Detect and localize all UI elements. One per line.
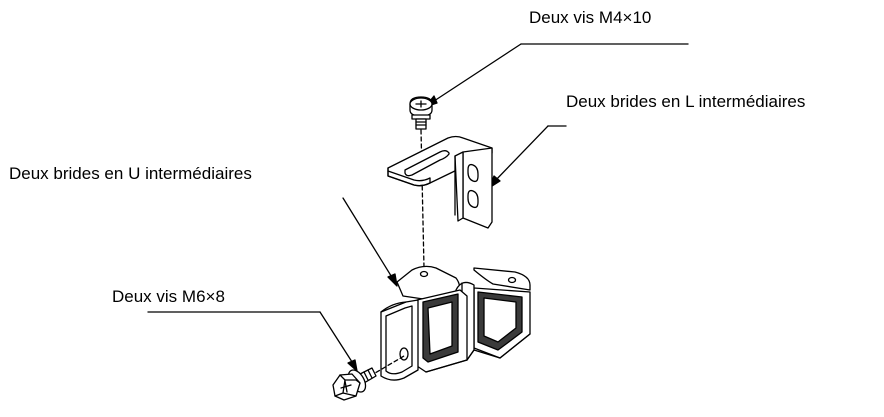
leader-lines <box>147 43 689 372</box>
u-brackets-label: Deux brides en U intermédiaires <box>9 164 252 183</box>
m4-screw <box>409 96 433 130</box>
m6-axis-line <box>369 355 405 377</box>
l-brackets-label: Deux brides en L intermédiaires <box>566 92 806 111</box>
m6-screws-label: Deux vis M6×8 <box>112 287 225 306</box>
m4-screws-label: Deux vis M4×10 <box>529 8 652 27</box>
l-bracket <box>387 135 493 229</box>
u-bracket <box>380 265 531 381</box>
m6-screw <box>332 367 377 401</box>
